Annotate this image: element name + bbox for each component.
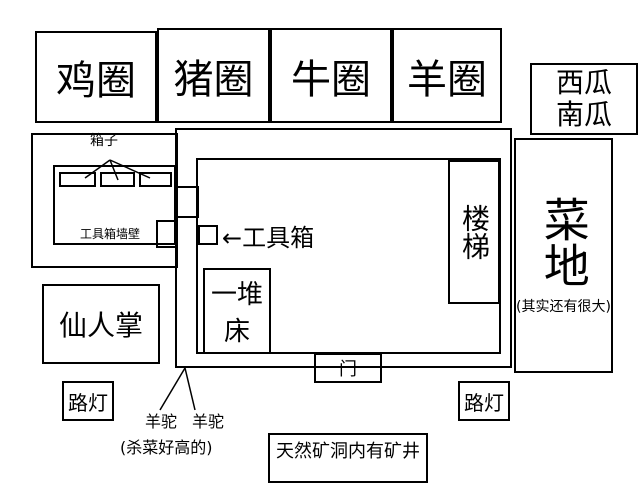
- cow-pen: 牛圈: [270, 28, 392, 123]
- pen-label: 猪圈: [173, 56, 254, 103]
- box: [100, 172, 135, 187]
- cave-label: 天然矿洞内有矿井: [276, 441, 420, 462]
- vegetable-field: 菜地 (其实还有很大): [514, 138, 613, 373]
- alpaca-note: (杀菜好高的): [120, 438, 213, 457]
- streetlight-label: 路灯: [68, 390, 108, 415]
- sheep-pen: 羊圈: [392, 28, 502, 123]
- storage-room: [31, 133, 178, 268]
- door-label: 门: [339, 359, 357, 380]
- toolbox-label: ←工具箱: [222, 224, 315, 252]
- passage: [174, 186, 199, 218]
- chicken-pen: 鸡圈: [35, 31, 157, 123]
- cactus-label: 仙人掌: [58, 309, 143, 342]
- box: [139, 172, 172, 187]
- pen-label: 鸡圈: [56, 58, 136, 104]
- alpaca-2: 羊驼: [192, 412, 225, 431]
- stairs-label: 楼梯: [458, 204, 491, 260]
- boxes-label: 箱子: [90, 133, 118, 149]
- vegetable-field-title: 菜地: [536, 195, 591, 288]
- vegetable-field-note: (其实还有很大): [516, 298, 611, 315]
- toolbox-wall: [156, 220, 178, 248]
- melon-label: 西瓜 南瓜: [555, 66, 612, 131]
- melon-patch: 西瓜 南瓜: [530, 63, 638, 135]
- pig-pen: 猪圈: [157, 28, 270, 123]
- door[interactable]: 门: [314, 353, 382, 383]
- bed: 一堆床: [203, 268, 271, 354]
- toolbox: [198, 225, 218, 245]
- toolbox-wall-label: 工具箱墙壁: [80, 227, 141, 241]
- streetlight-left: 路灯: [62, 381, 114, 421]
- house: [175, 128, 512, 368]
- bed-label: 一堆床: [210, 280, 263, 347]
- cactus: 仙人掌: [42, 284, 160, 364]
- streetlight-label: 路灯: [464, 390, 504, 415]
- alpaca-1: 羊驼: [145, 412, 178, 431]
- cave: 天然矿洞内有矿井: [268, 433, 428, 483]
- stairs: 楼梯: [448, 160, 500, 304]
- pen-label: 牛圈: [291, 56, 371, 103]
- box: [59, 172, 96, 187]
- streetlight-right: 路灯: [458, 381, 510, 421]
- pen-label: 羊圈: [407, 56, 487, 103]
